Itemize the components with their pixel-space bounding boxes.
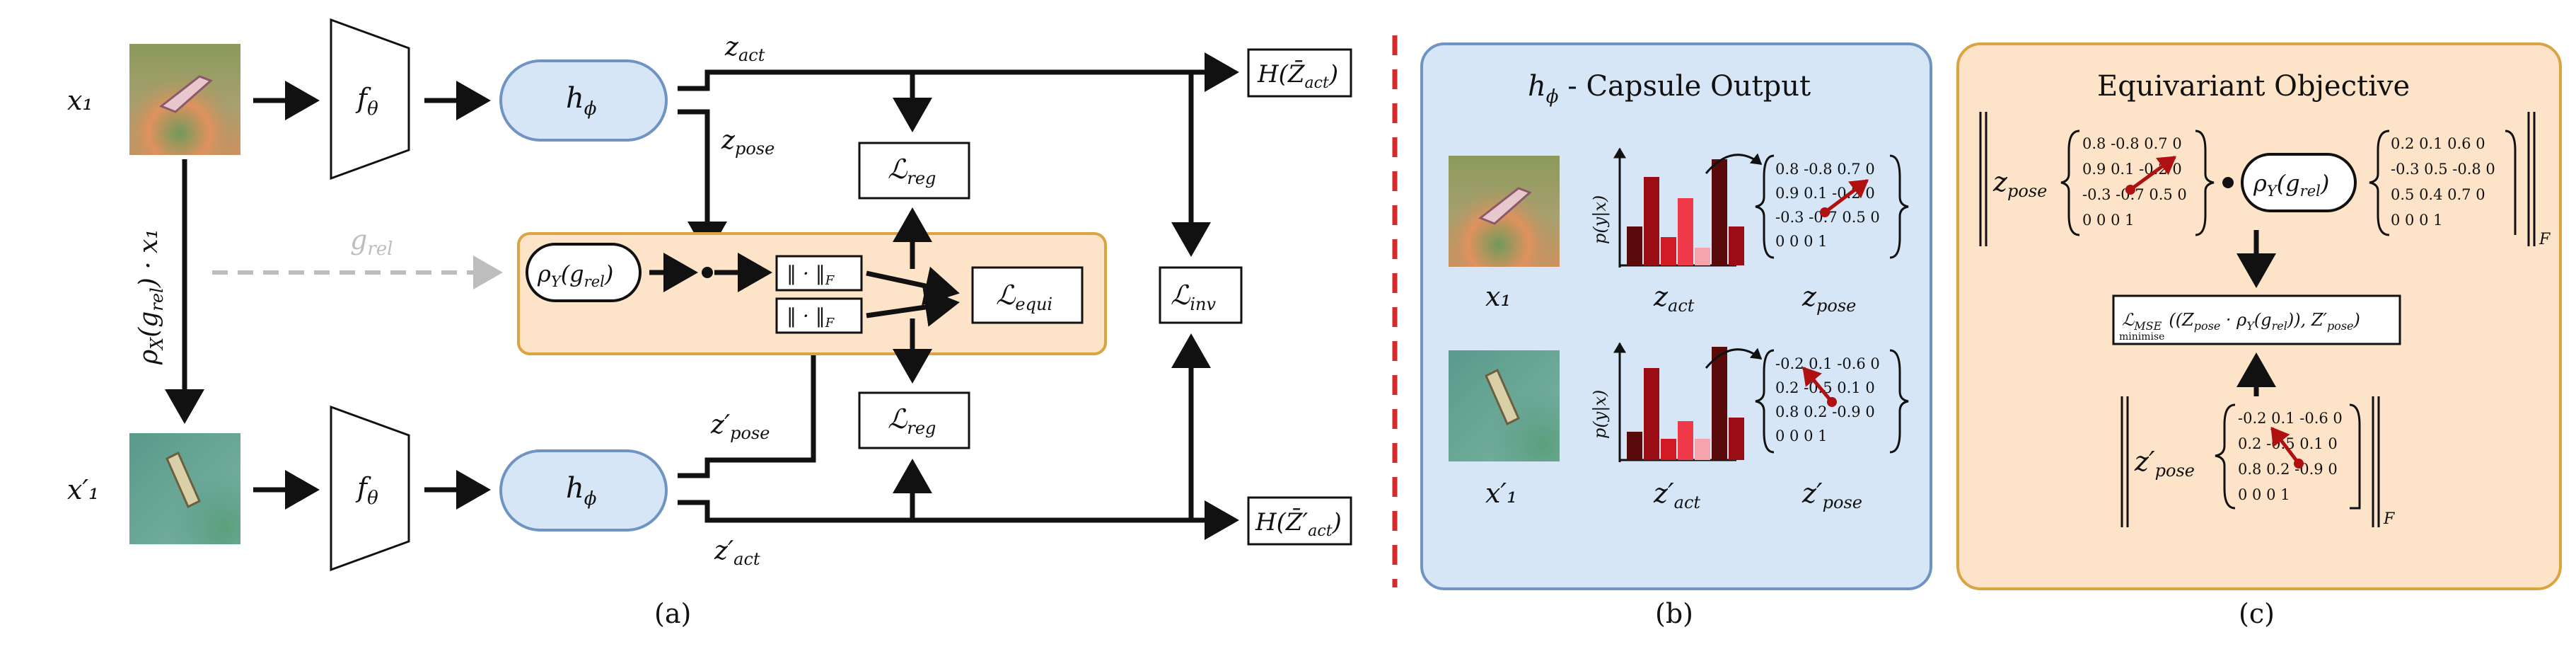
loss-equi-box xyxy=(971,266,1084,324)
svg-text:x′₁: x′₁ xyxy=(1485,478,1517,509)
histogram-bottom: p(y|x) xyxy=(1590,342,1744,462)
svg-text:-0.2 0.1 -0.6 0: -0.2 0.1 -0.6 0 xyxy=(1775,355,1880,372)
svg-text:p(y|x): p(y|x) xyxy=(1590,390,1611,439)
capsule-head-top xyxy=(499,59,668,142)
svg-text:0.8 0.2 -0.9 0: 0.8 0.2 -0.9 0 xyxy=(2238,461,2338,478)
histogram-bar xyxy=(1661,439,1676,460)
input-image-x1 xyxy=(129,44,240,155)
capsule-image-x1-prime xyxy=(1449,350,1560,461)
input-image-x1-prime xyxy=(129,433,240,544)
loss-reg-bottom-box xyxy=(858,391,970,449)
label-z-act-prime: z′act xyxy=(714,536,760,569)
capsule-head-bottom xyxy=(499,449,668,532)
label-z-pose-prime: z′pose xyxy=(710,410,770,443)
svg-text:z′pose: z′pose xyxy=(2134,446,2195,481)
svg-text:hϕ: hϕ xyxy=(566,472,597,510)
histogram-bar xyxy=(1695,248,1710,265)
loss-reg-top-box xyxy=(858,142,970,200)
svg-text:ℒequi: ℒequi xyxy=(996,280,1052,314)
histogram-bar xyxy=(1729,418,1744,460)
matrix-left: 0.8 -0.8 0.7 0 0.9 0.1 -0.2 0 -0.3 -0.7 … xyxy=(2060,130,2215,236)
svg-text:0 0 0 1: 0 0 0 1 xyxy=(2082,212,2134,229)
loss-inv-box xyxy=(1159,266,1243,324)
label-x1-prime: x′₁ xyxy=(67,474,99,505)
svg-text:ρY(grel): ρY(grel) xyxy=(2253,170,2329,200)
svg-text:zpose: zpose xyxy=(1992,166,2047,201)
svg-text:x₁: x₁ xyxy=(1485,281,1512,312)
svg-text:z′act: z′act xyxy=(1653,478,1700,512)
svg-text:ℒinv: ℒinv xyxy=(1171,280,1217,314)
capsule-output-title: hϕ - Capsule Output xyxy=(1528,70,1811,108)
svg-text:H(Z̄act): H(Z̄act) xyxy=(1257,59,1338,92)
svg-text:ℒMSE((Zpose · ρY(grel)), Z′pos: ℒMSE((Zpose · ρY(grel)), Z′pose) xyxy=(2122,310,2360,333)
histogram-bar xyxy=(1712,347,1727,460)
histogram-bar xyxy=(1729,226,1744,265)
svg-text:0 0 0 1: 0 0 0 1 xyxy=(2391,212,2442,229)
encoder-f-theta-bottom xyxy=(330,405,410,572)
loss-mse-box xyxy=(2112,294,2401,345)
label-z-act: zact xyxy=(724,33,765,65)
histogram-top: p(y|x) xyxy=(1590,147,1744,268)
compose-dot-c xyxy=(2222,177,2234,188)
caption-c: (c) xyxy=(2239,598,2275,629)
svg-text:F: F xyxy=(2539,231,2551,248)
svg-text:0.2 0.1 0.6 0: 0.2 0.1 0.6 0 xyxy=(2391,135,2485,152)
svg-text:0 0 0 1: 0 0 0 1 xyxy=(1775,233,1827,250)
encoder-f-theta-top xyxy=(330,18,410,180)
svg-text:ρY(grel): ρY(grel) xyxy=(537,260,613,290)
svg-text:0.8 -0.8 0.7 0: 0.8 -0.8 0.7 0 xyxy=(1775,161,1875,178)
caption-a: (a) xyxy=(654,598,691,629)
svg-text:F: F xyxy=(2383,510,2395,528)
svg-text:-0.2 0.1 -0.6 0: -0.2 0.1 -0.6 0 xyxy=(2238,410,2343,427)
panel-c: Equivariant Objective F zpose 0.8 -0.8 0… xyxy=(1956,42,2562,629)
svg-text:-0.3 0.5 -0.8 0: -0.3 0.5 -0.8 0 xyxy=(2391,161,2495,178)
rho-y-node-c xyxy=(2241,153,2357,212)
entropy-z-act-prime-box xyxy=(1247,496,1352,546)
svg-text:minimise: minimise xyxy=(2119,331,2164,343)
histogram-bar xyxy=(1661,237,1676,265)
histogram-bar xyxy=(1627,432,1642,460)
svg-text:0.8 0.2 -0.9 0: 0.8 0.2 -0.9 0 xyxy=(1775,403,1875,420)
label-rho-x: ρX(grel) · x₁ xyxy=(134,229,167,365)
svg-text:zpose: zpose xyxy=(1802,281,1856,316)
histogram-bar xyxy=(1644,368,1659,460)
compose-dot xyxy=(702,267,713,278)
label-x1: x₁ xyxy=(67,85,93,116)
svg-text:hϕ: hϕ xyxy=(566,82,597,120)
svg-text:z′pose: z′pose xyxy=(1802,478,1862,512)
svg-text:ℒreg: ℒreg xyxy=(888,403,936,438)
frobenius-norm-bottom xyxy=(775,297,863,334)
matrix-right: 0.2 0.1 0.6 0 -0.3 0.5 -0.8 0 0.5 0.4 0.… xyxy=(2369,130,2517,236)
histogram-bar xyxy=(1644,177,1659,265)
svg-text:0 0 0 1: 0 0 0 1 xyxy=(1775,427,1827,444)
matrix-z-pose: 0.8 -0.8 0.7 0 0.9 0.1 -0.2 0 -0.3 -0.7 … xyxy=(1755,154,1909,259)
svg-text:ℒreg: ℒreg xyxy=(888,154,936,188)
svg-text:p(y|x): p(y|x) xyxy=(1590,195,1611,244)
svg-text:0.8 -0.8 0.7 0: 0.8 -0.8 0.7 0 xyxy=(2082,135,2182,152)
frobenius-norm-top xyxy=(775,255,863,292)
caption-b: (b) xyxy=(1655,598,1693,629)
svg-text:zact: zact xyxy=(1653,281,1695,316)
matrix-z-pose-prime: -0.2 0.1 -0.6 0 0.2 -0.5 0.1 0 0.8 0.2 -… xyxy=(1755,349,1909,454)
svg-text:0 0 0 1: 0 0 0 1 xyxy=(2238,486,2290,503)
matrix-bottom: -0.2 0.1 -0.6 0 0.2 -0.5 0.1 0 0.8 0.2 -… xyxy=(2215,403,2361,510)
panel-b: hϕ - Capsule Output x₁ x′₁ p(y|x) p(y|x) xyxy=(1420,42,1932,629)
histogram-bar xyxy=(1712,159,1727,265)
svg-text:H(Z̄′act): H(Z̄′act) xyxy=(1255,507,1342,540)
histogram-bar xyxy=(1678,421,1693,460)
svg-text:‖ · ‖F: ‖ · ‖F xyxy=(787,262,835,288)
capsule-image-x1 xyxy=(1449,156,1560,267)
label-z-pose: zpose xyxy=(721,126,774,159)
histogram-bar xyxy=(1695,439,1710,460)
panel-a: x₁ x′₁ ρX(grel) · x₁ fθ fθ hϕ hϕ zact zp… xyxy=(67,18,1352,629)
svg-text:0.5 0.4 0.7 0: 0.5 0.4 0.7 0 xyxy=(2391,186,2485,203)
histogram-bar xyxy=(1678,198,1693,265)
equivariant-objective-title: Equivariant Objective xyxy=(2097,70,2410,103)
rho-y-node xyxy=(526,243,642,302)
label-g-rel: grel xyxy=(350,224,393,260)
histogram-bar xyxy=(1627,226,1642,265)
svg-text:‖ · ‖F: ‖ · ‖F xyxy=(787,304,835,331)
entropy-z-act-box xyxy=(1247,48,1352,98)
